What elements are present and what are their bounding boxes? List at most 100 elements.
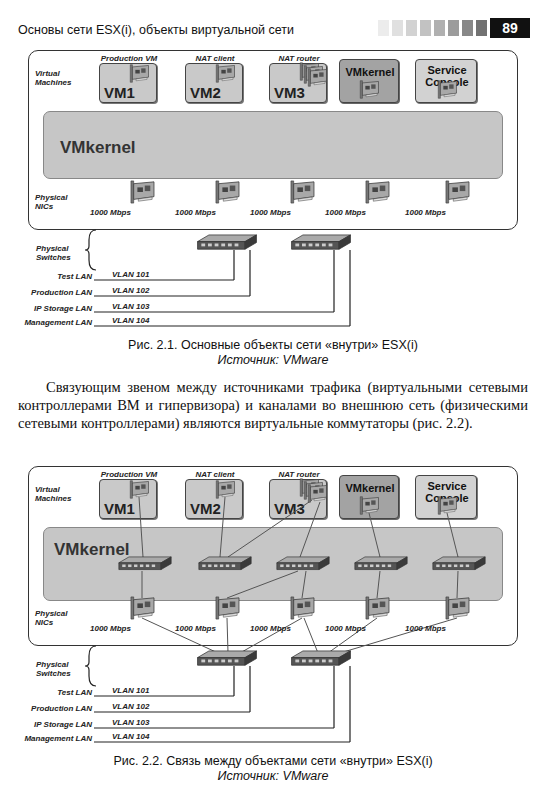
- lan-name: Production LAN: [14, 288, 92, 297]
- node-title: Virtual Machines: [35, 69, 89, 87]
- host-outline: Virtual MachinesPhysical NICs Production …: [28, 50, 518, 230]
- vm-nic: [216, 481, 234, 499]
- physical-switch: [198, 235, 257, 249]
- console-box: Service Console: [415, 59, 477, 103]
- node-text: Physical NICs: [35, 193, 85, 211]
- node-title: Service Console: [416, 64, 478, 88]
- speed-label: 1000 Mbps: [325, 208, 367, 217]
- vlan-label: VLAN 103: [112, 302, 172, 311]
- physical-nic: [446, 597, 469, 619]
- header-bars: [378, 20, 487, 36]
- lan-name: Management LAN: [14, 318, 92, 327]
- physical-switch: [198, 651, 257, 665]
- speed-label: 1000 Mbps: [175, 208, 217, 217]
- lan-name: Management LAN: [14, 734, 92, 743]
- lan-wire: [94, 696, 350, 742]
- lan-name: Test LAN: [14, 688, 92, 697]
- body-paragraph: Связующим звеном между источниками трафи…: [18, 378, 528, 432]
- vm-nic: [130, 481, 148, 499]
- network-wire: [142, 618, 457, 653]
- figure-source: Источник: VMware: [0, 769, 546, 783]
- lan-name: IP Storage LAN: [14, 720, 92, 729]
- physical-nic: [291, 597, 314, 619]
- lan-wire: [234, 250, 350, 326]
- vlan-label: VLAN 104: [112, 316, 172, 325]
- speed-label: 1000 Mbps: [90, 208, 132, 217]
- lan-wire: [85, 646, 96, 686]
- figure-caption: Рис. 2.2. Связь между объектами сети «вн…: [0, 754, 546, 768]
- vlan-label: VLAN 102: [112, 286, 172, 295]
- physical-switch: [198, 651, 351, 665]
- node-title: Production VM: [94, 54, 164, 63]
- header-bars: [420, 20, 431, 36]
- vlan-label: VLAN 104: [112, 732, 172, 741]
- virtual-switch: [277, 557, 329, 570]
- vmkernel-band: VMkernel: [43, 527, 503, 601]
- vm-box: NAT clientVM2: [185, 479, 243, 519]
- figure-caption: Рис. 2.1. Основные объекты сети «внутри»…: [0, 338, 546, 352]
- physical-nic: [131, 597, 469, 619]
- lan-name: IP Storage LAN: [14, 304, 92, 313]
- physical-nic: [446, 181, 469, 203]
- network-wire: [139, 497, 458, 653]
- vm-nic: [308, 69, 326, 87]
- node-title: VMkernel: [60, 138, 180, 157]
- node-title: NAT client: [180, 54, 250, 63]
- lan-name: Production LAN: [14, 704, 92, 713]
- vlan-label: VLAN 102: [112, 702, 172, 711]
- speed-label: 1000 Mbps: [175, 624, 217, 633]
- vm-nic: [360, 497, 378, 515]
- lan-wire: [94, 280, 350, 326]
- node-text: VM1: [104, 501, 144, 517]
- header-bars: [448, 20, 459, 36]
- running-header: Основы сети ESX(i), объекты виртуальной …: [18, 23, 294, 37]
- header-bars: [476, 20, 487, 36]
- vm-nic: [130, 63, 456, 99]
- header-bars: [378, 20, 389, 36]
- figure-source: Источник: VMware: [0, 353, 546, 367]
- network-wire: [139, 497, 458, 557]
- lan-wire: [85, 230, 96, 270]
- vlan-label: VLAN 103: [112, 718, 172, 727]
- node-text: VM3: [274, 501, 314, 517]
- physical-nic: [216, 597, 239, 619]
- console-box: Service Console: [415, 475, 477, 519]
- speed-label: 1000 Mbps: [325, 624, 367, 633]
- node-text: VM2: [190, 501, 230, 517]
- vmkernel-box: VMkernel: [339, 59, 399, 103]
- physical-nic: [366, 597, 389, 619]
- vm-box: NAT clientVM2: [185, 63, 243, 103]
- vm-nic: [216, 65, 234, 83]
- speed-label: 1000 Mbps: [405, 208, 447, 217]
- vm-nic: [438, 81, 456, 99]
- lan-name: Test LAN: [14, 272, 92, 281]
- node-title: NAT router: [264, 54, 334, 63]
- vm-box: NAT routerVM3: [269, 63, 327, 103]
- node-title: VMkernel: [340, 66, 400, 78]
- node-text: VM3: [274, 85, 314, 101]
- node-title: VMkernel: [340, 482, 400, 494]
- vm-nic: [304, 482, 322, 500]
- physical-nic: [131, 597, 154, 619]
- physical-nic: [131, 181, 469, 203]
- header-bars: [406, 20, 417, 36]
- node-title: Service Console: [416, 480, 478, 504]
- header-bars: [462, 20, 473, 36]
- node-text: VM2: [190, 85, 230, 101]
- lan-wire: [234, 666, 350, 742]
- speed-label: 1000 Mbps: [250, 208, 292, 217]
- vm-nic: [130, 65, 148, 83]
- page-number: 89: [490, 18, 530, 38]
- vm-box: Production VMVM1: [99, 479, 157, 519]
- node-title: VMkernel: [54, 540, 174, 559]
- physical-nic: [131, 181, 154, 203]
- header-bars: [434, 20, 445, 36]
- speed-label: 1000 Mbps: [90, 624, 132, 633]
- vm-nic: [438, 497, 456, 515]
- virtual-switch: [119, 557, 485, 570]
- vm-nic: [300, 479, 318, 497]
- network-wire: [142, 571, 458, 598]
